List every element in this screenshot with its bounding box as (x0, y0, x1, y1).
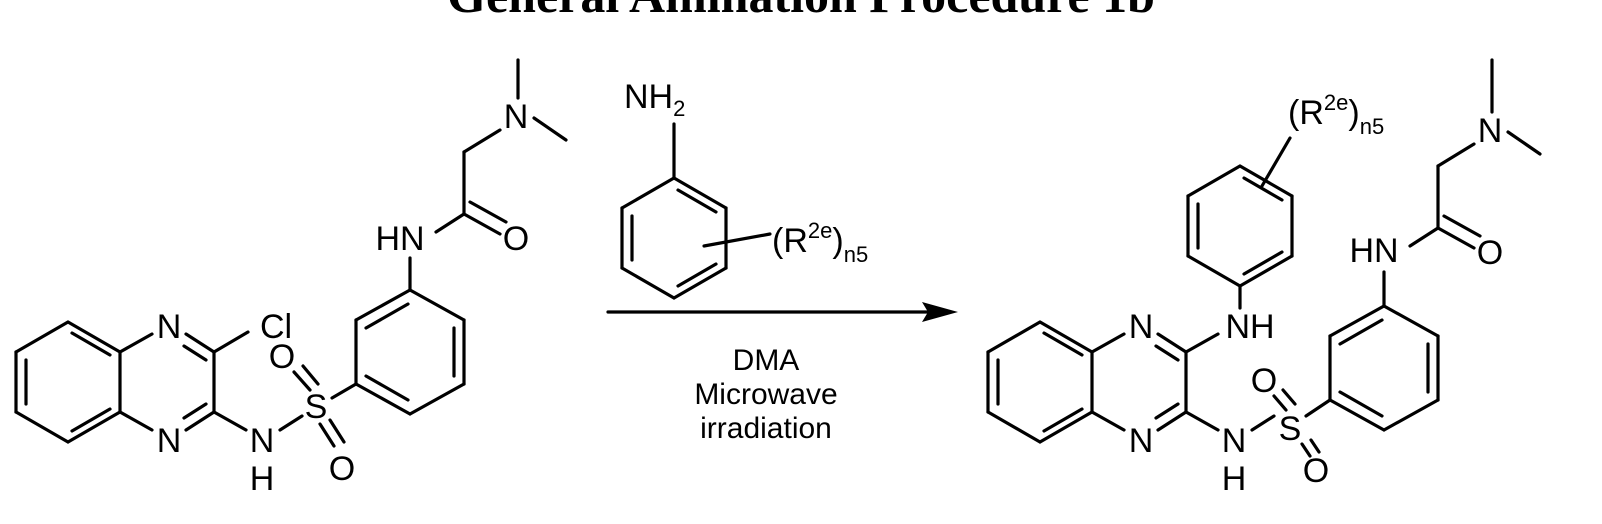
sm-atom-hn-amide: HN (375, 220, 424, 258)
product-atom-hn-amide: HN (1349, 232, 1398, 270)
product-atom-o2: O (1303, 452, 1329, 490)
reaction-arrow (608, 302, 958, 322)
sm-atom-s: S (305, 388, 328, 426)
product-phenyl-ring (1330, 306, 1438, 430)
reagent-substituent-label: (R2e)n5 (772, 218, 868, 267)
reagent-phenyl-ring (622, 178, 726, 298)
product-pyrazine-ring (1092, 334, 1186, 430)
product-substituent-label: (R2e)n5 (1288, 90, 1384, 139)
sm-benzo-ring (16, 322, 120, 442)
starting-material: N N Cl N H S O O HN (16, 60, 566, 498)
sm-atom-h-sulfonamide: H (250, 460, 275, 498)
product-atom-s: S (1279, 410, 1302, 448)
sm-atom-n-sulfonamide: N (250, 422, 275, 460)
sm-phenyl-ring (356, 290, 464, 414)
product-atom-o1: O (1251, 362, 1277, 400)
sm-pyrazine-ring (120, 334, 214, 430)
sm-atom-n-dimethyl: N (504, 98, 529, 136)
product-atom-n2: N (1129, 422, 1154, 460)
reagent-amine-label: NH2 (624, 78, 685, 121)
sm-atom-o2: O (329, 450, 355, 488)
product-atom-n1: N (1129, 308, 1154, 346)
condition-method-line1: Microwave (694, 378, 837, 411)
reagent-aniline: NH2 (R2e)n5 (622, 78, 868, 298)
condition-solvent: DMA (733, 344, 800, 377)
sm-atom-o-amide: O (503, 220, 529, 258)
sm-atom-o1: O (269, 338, 295, 376)
product-benzo-ring (988, 322, 1092, 442)
product-atom-h-sulfonamide: H (1222, 460, 1247, 498)
sm-atom-n1: N (157, 308, 182, 346)
product-aryl-ring (1188, 166, 1292, 286)
sm-atom-n2: N (157, 422, 182, 460)
condition-method-line2: irradiation (700, 412, 832, 445)
product: N N NH (R2e)n5 N H S O O (988, 60, 1540, 498)
product-atom-o-amide: O (1477, 234, 1503, 272)
product-atom-n-sulfonamide: N (1222, 422, 1247, 460)
product-atom-n-dimethyl: N (1478, 112, 1503, 150)
product-atom-nh-aryl: NH (1225, 308, 1274, 346)
